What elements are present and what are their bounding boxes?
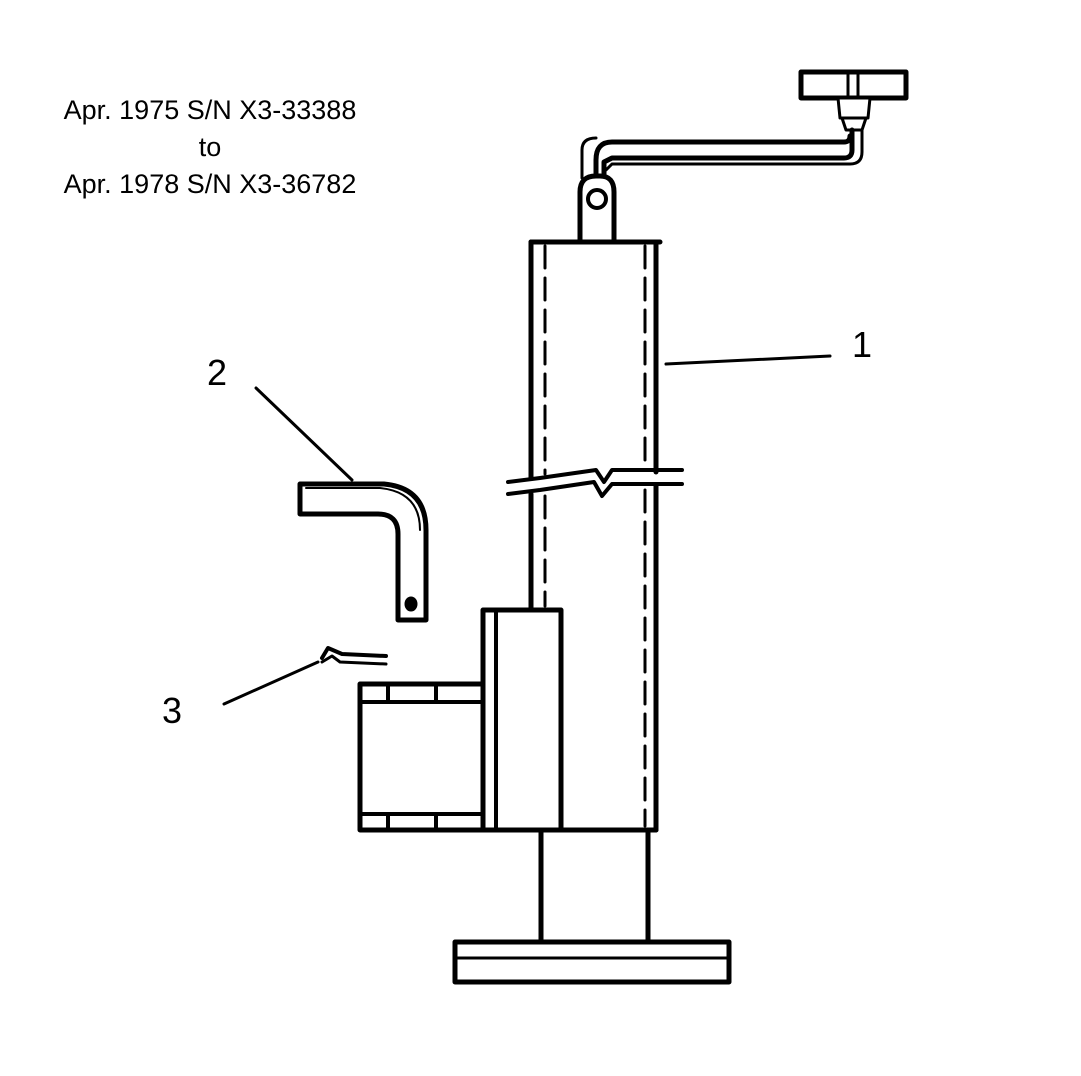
- crank-knob: [798, 69, 909, 132]
- main-tube: [506, 239, 684, 833]
- inner-leg: [538, 829, 651, 945]
- crank-arm: [580, 127, 864, 181]
- gear-housing: [480, 607, 564, 833]
- callout-3-label: 3: [162, 690, 183, 731]
- leader-line-3: [222, 660, 320, 706]
- foot-plate: [452, 939, 732, 985]
- detached-clip: [320, 646, 388, 666]
- leader-line-2: [254, 386, 354, 482]
- serial-caption: Apr. 1975 S/N X3-33388 to Apr. 1978 S/N …: [20, 92, 400, 203]
- mounting-bracket: [357, 681, 486, 833]
- caption-line-2: to: [198, 132, 222, 162]
- callout-1-label: 1: [852, 324, 873, 365]
- pivot-lug: [577, 173, 617, 245]
- detached-handle: [297, 481, 429, 623]
- leader-line-1: [664, 354, 832, 366]
- caption-line-3: Apr. 1978 S/N X3-36782: [63, 169, 357, 199]
- callout-2-label: 2: [207, 352, 228, 393]
- caption-line-1: Apr. 1975 S/N X3-33388: [63, 95, 357, 125]
